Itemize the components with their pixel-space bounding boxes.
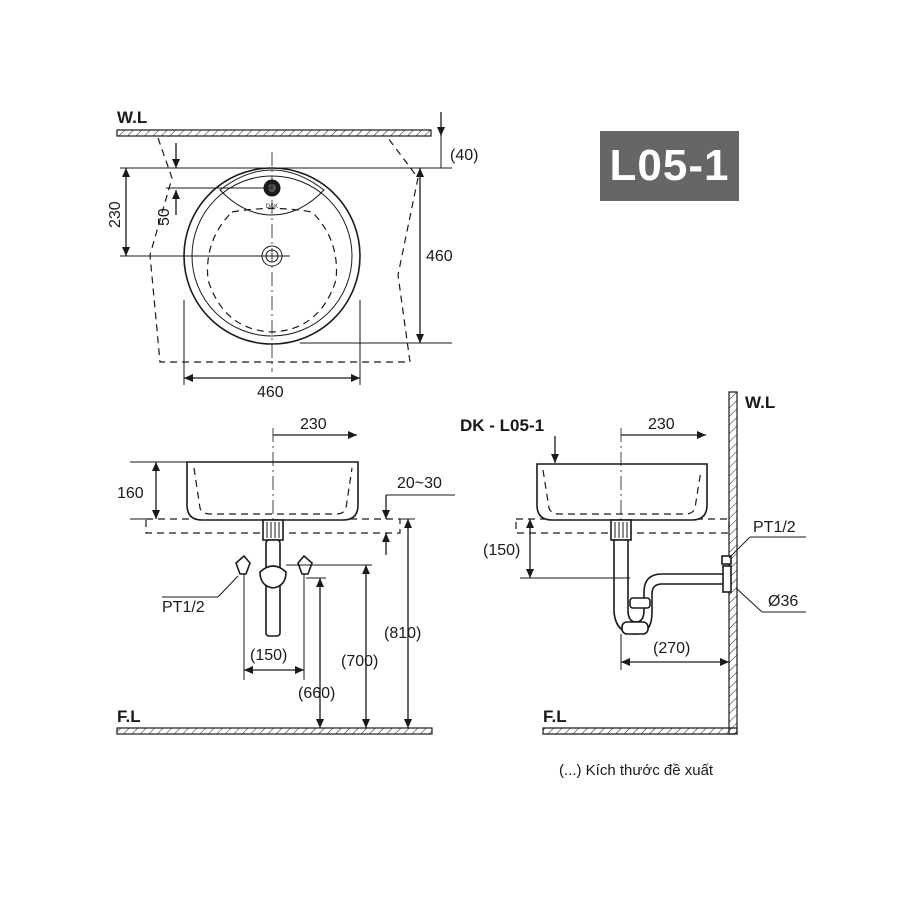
faucet-deck	[219, 169, 325, 216]
drain-body-side	[610, 519, 632, 541]
wall-level-bar-top	[116, 129, 432, 137]
floor-level-bar-front	[116, 727, 433, 735]
trap-side	[613, 539, 725, 635]
wall-level-label-side: W.L	[745, 393, 775, 412]
front-view: 230 160 20~30 (810) (700) (660) (150) PT…	[116, 416, 455, 735]
floor-level-label-front: F.L	[117, 707, 141, 726]
trap-nut-side	[621, 621, 649, 635]
basin-side	[536, 463, 708, 521]
wall-valve	[721, 555, 732, 565]
basin-side-inner	[542, 469, 702, 515]
footnote: (...) Kích thước đề xuất	[559, 762, 714, 779]
dim-side-half-width: 230	[648, 416, 675, 433]
dim-top-overflow-offset: 230	[107, 201, 124, 228]
drain-diameter-label: Ø36	[768, 593, 798, 610]
basin-front	[186, 461, 359, 521]
dim-side-wall-offset: (270)	[653, 640, 690, 657]
dim-front-height: 160	[117, 485, 144, 502]
counter-outline-top	[149, 137, 419, 363]
dim-side-trap-depth: (150)	[483, 542, 520, 559]
top-view: W.L D&K (40) 230 50	[107, 108, 478, 401]
dim-top-width: 460	[257, 384, 284, 401]
dim-front-total-height: (810)	[384, 625, 421, 642]
floor-level-label-side: F.L	[543, 707, 567, 726]
dim-top-gap: (40)	[450, 147, 478, 164]
dim-front-drain-height: (700)	[341, 653, 378, 670]
model-callout: DK - L05-1	[460, 416, 544, 435]
trap-bulge-front	[259, 565, 287, 589]
dim-top-overflow-small: 50	[156, 208, 173, 226]
dim-front-valve-spacing: (150)	[250, 647, 287, 664]
dim-top-depth: 460	[426, 248, 453, 265]
basin-bowl-dashed	[206, 207, 338, 333]
trap-joint-side	[629, 597, 651, 609]
side-view: W.L F.L 230 DK - L05-1 (150) (270	[460, 391, 806, 779]
floor-side	[542, 727, 738, 735]
pt-label-front: PT1/2	[162, 599, 205, 616]
model-badge: L05-1	[600, 131, 739, 201]
wall-level-label-top: W.L	[117, 108, 147, 127]
pt-label-side: PT1/2	[753, 519, 796, 536]
wall-flange	[722, 565, 732, 593]
dim-front-valve-height: (660)	[298, 685, 335, 702]
dim-front-half-width: 230	[300, 416, 327, 433]
valve-left	[235, 554, 251, 575]
drain-body-front	[262, 519, 284, 541]
counter-side	[515, 518, 730, 534]
dim-front-counter-thickness: 20~30	[397, 475, 442, 492]
